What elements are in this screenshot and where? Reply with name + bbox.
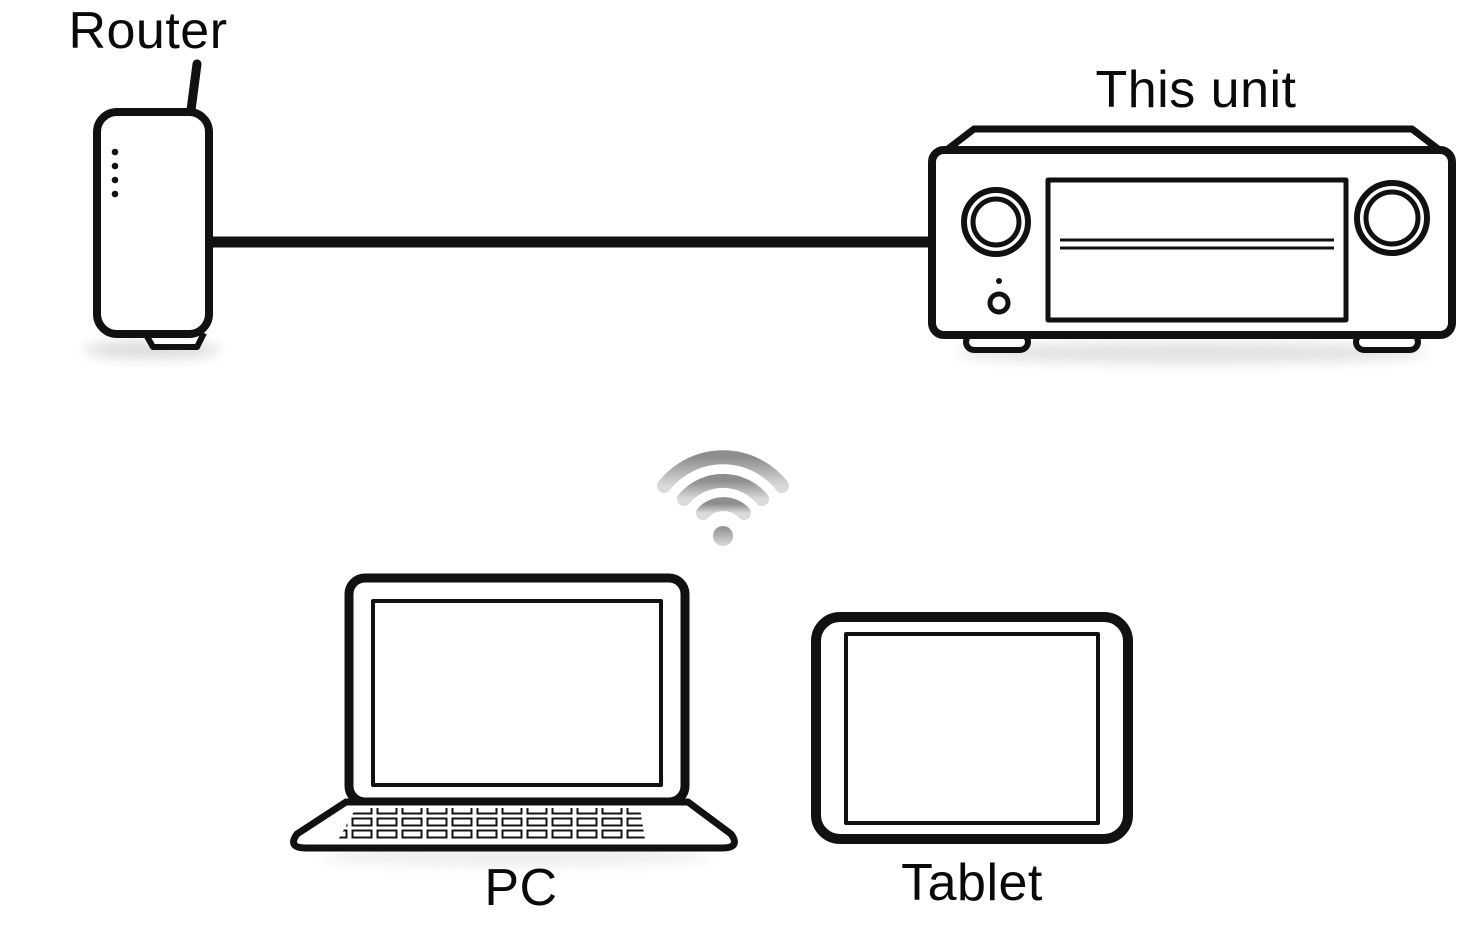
router-status-leds [111, 148, 119, 198]
router-body [93, 108, 213, 338]
receiver-indicator-dot [996, 278, 1002, 284]
this-unit-label: This unit [1095, 61, 1296, 119]
receiver-left-knob [961, 187, 1031, 257]
receiver-display [1045, 177, 1349, 323]
laptop-illustration [290, 573, 738, 852]
wifi-signal-icon [657, 450, 789, 546]
tablet-label: Tablet [901, 854, 1043, 912]
laptop-screen [371, 599, 663, 787]
receiver-power-button [987, 291, 1011, 315]
pc-label: PC [484, 859, 557, 917]
tablet-screen [844, 632, 1100, 825]
shadows [84, 341, 1427, 866]
av-receiver-illustration [928, 125, 1456, 353]
laptop-keyboard [338, 808, 645, 840]
router-illustration [93, 59, 213, 350]
router-label: Router [68, 2, 227, 60]
receiver-right-knob [1354, 180, 1430, 256]
tablet-illustration [811, 612, 1133, 844]
